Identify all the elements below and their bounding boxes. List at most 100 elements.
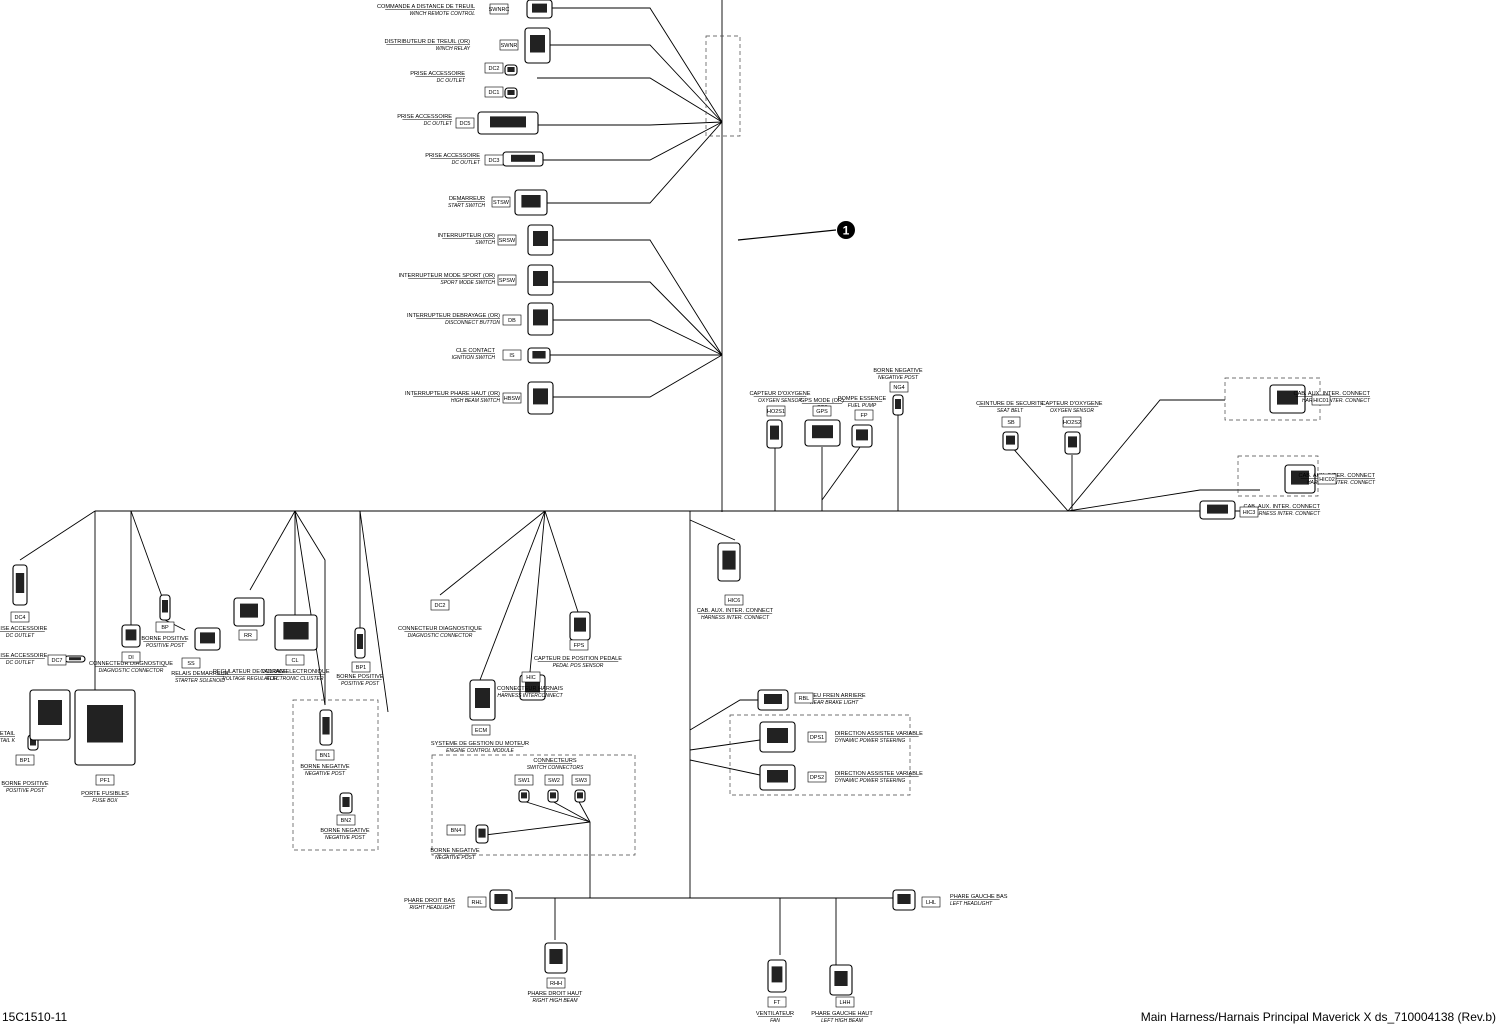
negative-post-bottom-name-en: NEGATIVE POST — [325, 835, 366, 841]
pedal-sensor-code: FPS — [574, 643, 585, 649]
fan-name-fr: VENTILATEUR — [756, 1011, 794, 1017]
positive-post-name-en: POSITIVE POST — [341, 681, 380, 687]
fuse-box-connector — [74, 689, 136, 766]
oxygen-sensor-name-fr: CAPTEUR D'OXYGENE — [749, 391, 810, 397]
diagnostic-connector-name-fr: CONNECTEUR DIAGNOSTIQUE — [89, 661, 173, 667]
harness-connector-2-connector — [1284, 464, 1316, 494]
negative-post-mid-name-fr: BORNE NEGATIVE — [300, 764, 350, 770]
contactor-3-code: SW3 — [575, 778, 587, 784]
drawing-title: Main Harness/Harnais Principal Maverick … — [1140, 1010, 1496, 1024]
dc-outlet-1-name-en: DC OUTLET — [437, 78, 466, 84]
starter-solenoid-connector — [194, 627, 221, 651]
electronic-cluster-name-en: ELECTRONIC CLUSTER — [267, 676, 324, 682]
contactor-1-label: SW1 — [514, 774, 534, 786]
sw-1-name-en: SWITCH — [475, 240, 495, 246]
start-switch-code: STSW — [493, 200, 510, 206]
detail-k-name-en: DETAIL K — [0, 738, 16, 744]
starter-solenoid-name-en: STARTER SOLENOID — [175, 678, 225, 684]
right-high-name-fr: PHARE DROIT HAUT — [528, 991, 583, 997]
diagnostic-connector-connector — [121, 624, 141, 648]
gps-connector — [804, 419, 841, 447]
high-beam-switch-name-en: HIGH BEAM SWITCH — [451, 398, 501, 404]
power-steering-2-name-fr: DIRECTION ASSISTEE VARIABLE — [835, 771, 923, 777]
dc-outlet-2-name-en: DC OUTLET — [424, 121, 453, 127]
fuse-box-name-fr: PORTE FUSIBLES — [81, 791, 129, 797]
sport-switch-label: INTERRUPTEUR MODE SPORT (OR)SPORT MODE S… — [399, 273, 517, 286]
voltage-regulator-name-fr: REGULATEUR DE VOLTAGE — [213, 669, 288, 675]
oxygen-sensor-2-name-en: OXYGEN SENSOR — [1050, 408, 1094, 414]
dc-outlet-1-code: DC2 — [488, 66, 499, 72]
safety-belt-connector — [1002, 431, 1019, 451]
oxygen-sensor-2-code: HO2S2 — [1063, 420, 1081, 426]
dc-outlet-3-connector — [502, 151, 544, 167]
dc-outlet-left-2-name-fr: PRISE ACCESSOIRE — [0, 653, 48, 659]
harness-connect-right-name-fr: CAB. AUX. INTER. CONNECT — [697, 608, 774, 614]
ignition-switch-name-en: IGNITION SWITCH — [452, 355, 496, 361]
dc-outlet-left-name-en: DC OUTLET — [6, 633, 35, 639]
voltage-regulator-code: RR — [244, 633, 252, 639]
ignition-switch-name-fr: CLE CONTACT — [456, 348, 496, 354]
diagnostic-connector-2-name-en: DIAGNOSTIC CONNECTOR — [408, 633, 473, 639]
fuel-pump-name-fr: POMPE ESSENCE — [838, 396, 887, 402]
power-steering-1-connector — [759, 721, 796, 753]
fan-code: FT — [774, 1000, 781, 1006]
dc-outlet-left-code: DC4 — [14, 615, 25, 621]
dc-outlet-2-name-fr: PRISE ACCESSOIRE — [397, 114, 452, 120]
left-headlight-connector — [892, 889, 916, 911]
negative-post-ecm-name-en: NEGATIVE POST — [435, 855, 476, 861]
disconnect-button-connector — [527, 302, 554, 336]
negative-post-bottom-code: BN2 — [341, 818, 352, 824]
ecm-code: ECM — [475, 728, 488, 734]
diagnostic-connector-2-code: DC2 — [434, 603, 445, 609]
right-headlight-name-fr: PHARE DROIT BAS — [404, 898, 455, 904]
harness-connector-1-code: HIC01 — [1313, 398, 1329, 404]
harness-connector-3-connector — [1199, 500, 1236, 520]
safety-belt-name-fr: CEINTURE DE SECURITE — [976, 401, 1044, 407]
ecm-name-en: ENGINE CONTROL MODULE — [446, 748, 514, 754]
dc-outlet-left-2-name-en: DC OUTLET — [6, 660, 35, 666]
winch-relay-connector — [524, 27, 551, 64]
contactor-3-connector — [574, 789, 586, 803]
positive-post-left-name-en: POSITIVE POST — [146, 643, 185, 649]
harness-connect-right-connector — [717, 542, 741, 582]
electronic-cluster-connector — [274, 614, 318, 651]
oxygen-sensor-code: HO2S1 — [767, 409, 785, 415]
negative-post-mid-connector — [319, 709, 333, 746]
right-high-connector — [544, 942, 568, 974]
winch-relay-code: SWNR — [501, 43, 518, 49]
left-high-code: LHH — [839, 1000, 850, 1006]
detail-k-label: VOIR DETAILDETAIL K — [0, 731, 16, 744]
high-beam-switch-connector — [527, 381, 554, 415]
rear-brake-light-name-en: REAR BRAKE LIGHT — [810, 700, 859, 706]
harness-connector-2-name-en: HARNESS INTER. CONNECT — [1307, 480, 1376, 486]
dc-outlet-left-connector — [12, 564, 28, 606]
voltage-regulator-name-en: VOLTAGE REGULATOR — [223, 676, 278, 682]
connector-shapes — [12, 0, 1316, 996]
right-high-name-en: RIGHT HIGH BEAM — [532, 998, 578, 1004]
negative-post-ecm-name-fr: BORNE NEGATIVE — [430, 848, 480, 854]
right-headlight-name-en: RIGHT HEADLIGHT — [409, 905, 456, 911]
fuel-pump-connector — [851, 424, 873, 448]
fan-name-en: FAN — [770, 1018, 780, 1024]
disconnect-button-code: DB — [508, 318, 516, 324]
